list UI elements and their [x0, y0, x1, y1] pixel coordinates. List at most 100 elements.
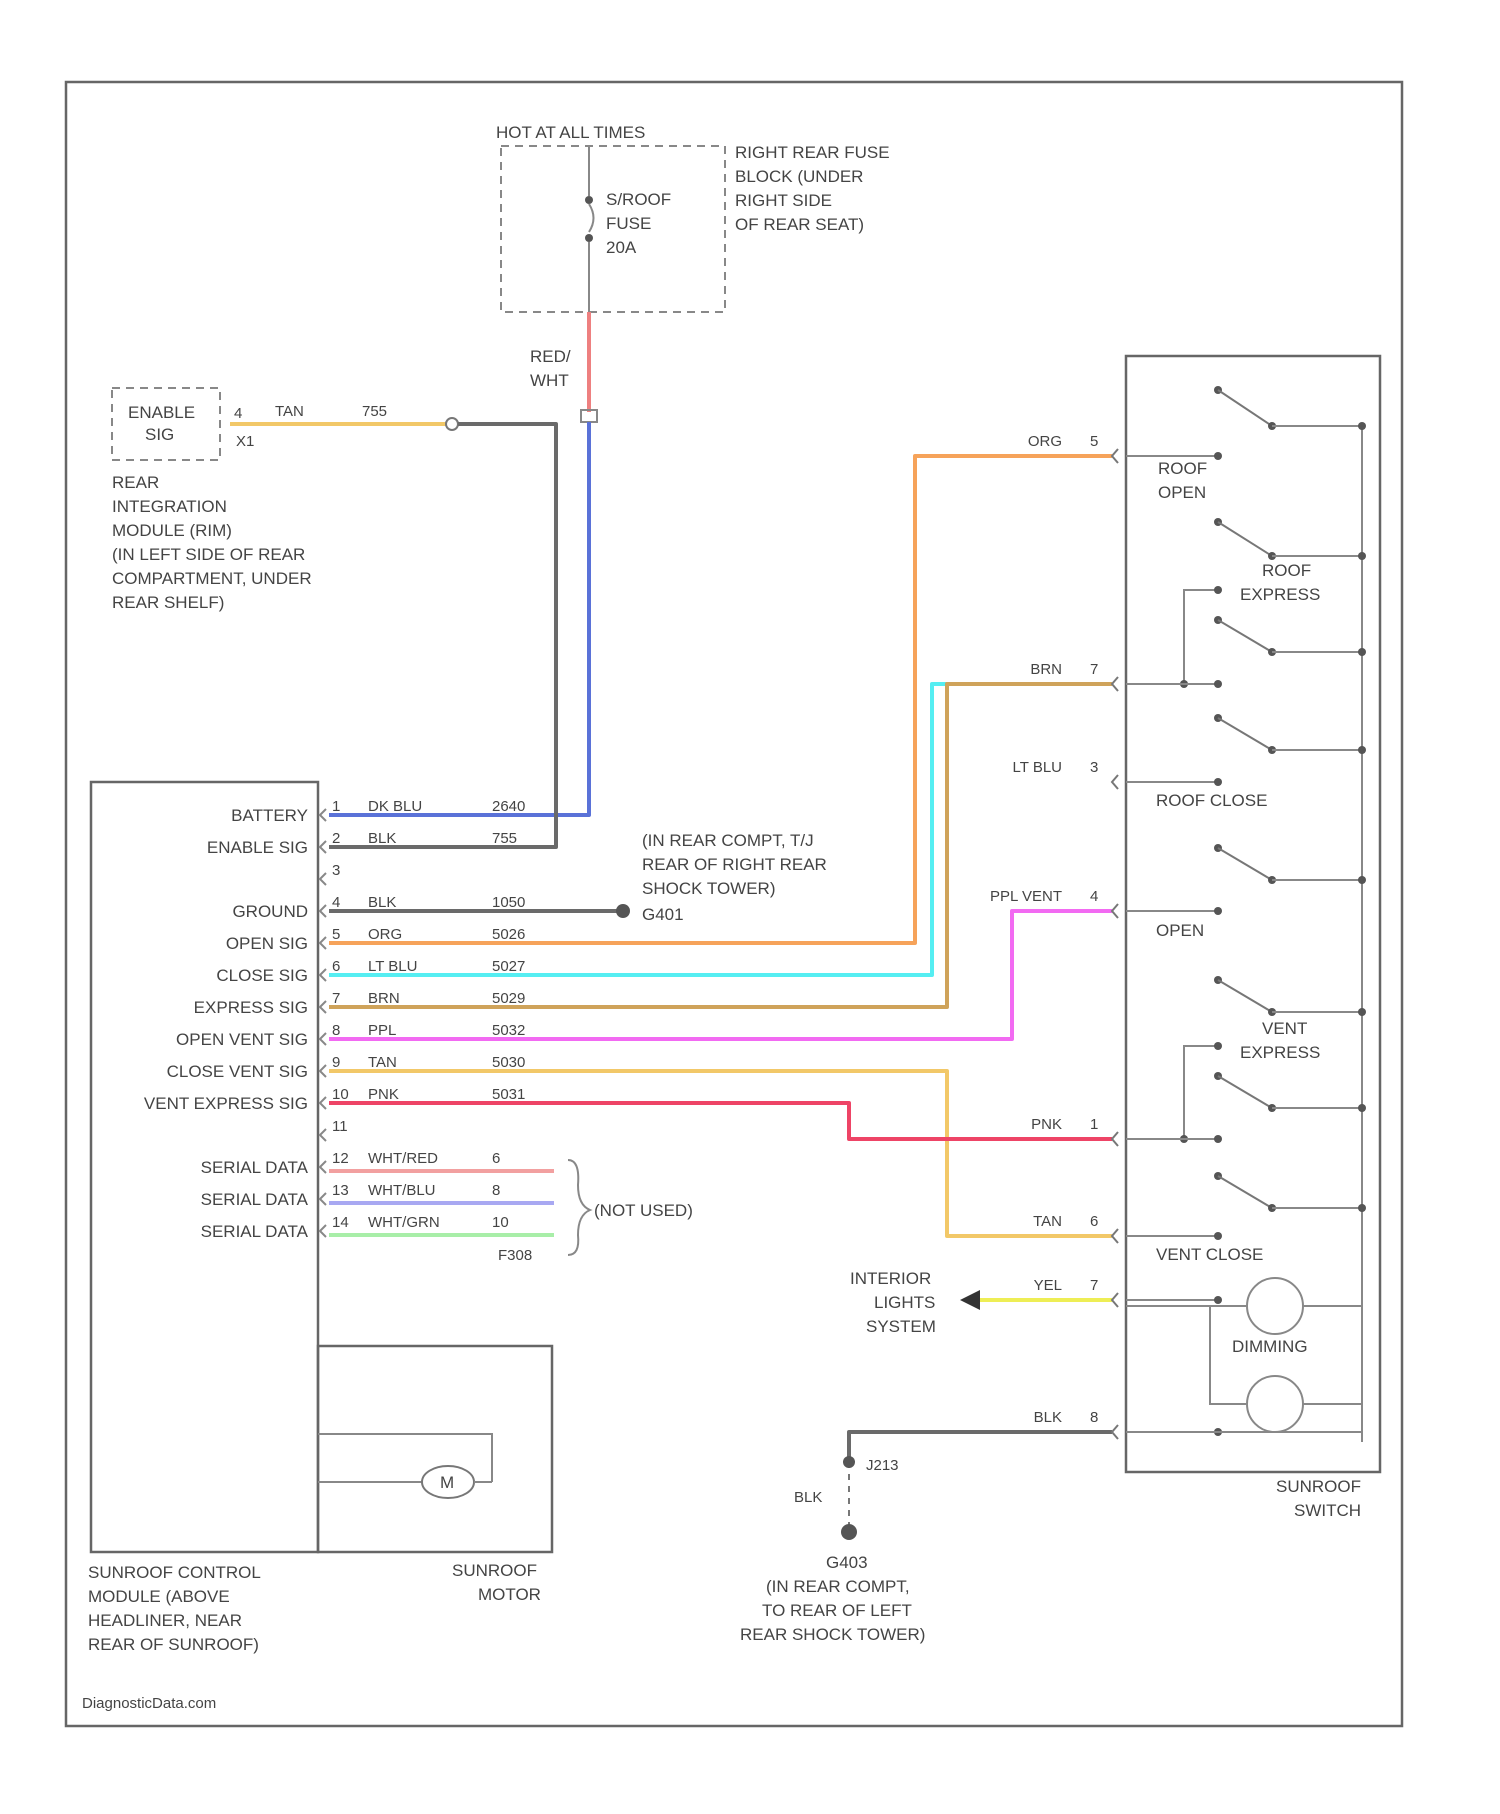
roof-express-label-1: ROOF — [1262, 561, 1311, 580]
module-pin-label: ENABLE SIG — [207, 838, 308, 857]
module-pin-circuit: 5027 — [492, 958, 525, 975]
switch-blade — [1218, 1176, 1272, 1208]
switch-pin-number: 4 — [1090, 888, 1098, 905]
switch-pin-wire-color: YEL — [1034, 1277, 1062, 1294]
rim-pin: 4 — [234, 405, 242, 422]
motor-name-1: SUNROOF — [452, 1561, 537, 1580]
rim-enable-label: ENABLE — [128, 403, 195, 422]
fuse-label-3: 20A — [606, 238, 637, 257]
fuse-location-2: BLOCK (UNDER — [735, 167, 863, 186]
module-pin-wire-color: PNK — [368, 1086, 399, 1103]
switch-blade — [1218, 1076, 1272, 1108]
switch-blade — [1218, 848, 1272, 880]
fuse-symbol — [589, 204, 594, 232]
interior-lights-label-3: SYSTEM — [866, 1317, 936, 1336]
switch-pin-wire-color: BLK — [1034, 1409, 1062, 1426]
module-pin-circuit: 1050 — [492, 894, 525, 911]
not-used-bracket — [568, 1160, 590, 1255]
switch-blade — [1218, 390, 1272, 426]
module-pin-label: CLOSE VENT SIG — [167, 1062, 308, 1081]
module-pin-circuit: 2640 — [492, 798, 525, 815]
rim-outline — [112, 388, 220, 460]
module-pin-circuit: 6 — [492, 1150, 500, 1167]
dimming-lamp-2 — [1247, 1376, 1303, 1432]
module-pin-circuit: 5029 — [492, 990, 525, 1007]
switch-pin-number: 6 — [1090, 1213, 1098, 1230]
module-pin-circuit: 5032 — [492, 1022, 525, 1039]
g401-location-3: SHOCK TOWER) — [642, 879, 776, 898]
switch-contact-point — [1214, 680, 1222, 688]
switch-pin-number: 3 — [1090, 759, 1098, 776]
switch-name-1: SUNROOF — [1276, 1477, 1361, 1496]
switch-pin-number: 7 — [1090, 661, 1098, 678]
rim-location-3: MODULE (RIM) — [112, 521, 232, 540]
module-pin-wire-color: ORG — [368, 926, 402, 943]
module-pin-label: SERIAL DATA — [201, 1222, 309, 1241]
motor-outline — [318, 1346, 552, 1552]
switch-contact-point — [1214, 778, 1222, 786]
module-pin-terminal — [320, 1001, 326, 1013]
switch-pin-wire-color: ORG — [1028, 433, 1062, 450]
fuse-location-1: RIGHT REAR FUSE — [735, 143, 890, 162]
express-branch — [1184, 590, 1218, 684]
express-branch — [1184, 1046, 1218, 1139]
module-pin-label: OPEN SIG — [226, 934, 308, 953]
g403-wire-color: BLK — [794, 1489, 822, 1506]
inline-connector — [446, 418, 458, 430]
pnk-vent-express-wire — [329, 1103, 1112, 1139]
switch-pin-terminal — [1112, 1132, 1118, 1146]
rim-location-1: REAR — [112, 473, 159, 492]
dimming-label: DIMMING — [1232, 1337, 1308, 1356]
module-pin-circuit: 5031 — [492, 1086, 525, 1103]
module-pin-number: 5 — [332, 926, 340, 943]
switch-pin-wire-color: BRN — [1030, 661, 1062, 678]
fuse-terminal-bottom — [585, 234, 593, 242]
switch-pin-terminal — [1112, 1425, 1118, 1439]
module-pin-circuit: 8 — [492, 1182, 500, 1199]
express-branch-contact — [1214, 586, 1222, 594]
module-pin-number: 13 — [332, 1182, 349, 1199]
g401-location-2: REAR OF RIGHT REAR — [642, 855, 827, 874]
switch-pin-terminal — [1112, 1293, 1118, 1307]
module-pin-label: SERIAL DATA — [201, 1158, 309, 1177]
switch-bus-node — [1358, 422, 1366, 430]
module-pin-terminal — [320, 841, 326, 853]
g403-id: G403 — [826, 1553, 868, 1572]
g401-location-1: (IN REAR COMPT, T/J — [642, 831, 814, 850]
module-pin-number: 8 — [332, 1022, 340, 1039]
switch-pin-number: 8 — [1090, 1409, 1098, 1426]
ground-g401-point — [616, 904, 630, 918]
module-pin-circuit: 5030 — [492, 1054, 525, 1071]
switch-pin-wire-color: PPL VENT — [990, 888, 1062, 905]
switch-bus-node — [1358, 1204, 1366, 1212]
not-used-label: (NOT USED) — [594, 1201, 693, 1220]
module-pin-number: 10 — [332, 1086, 349, 1103]
watermark: DiagnosticData.com — [82, 1695, 216, 1712]
module-pin-wire-color: TAN — [368, 1054, 397, 1071]
rim-module: ENABLE SIG 4 X1 TAN 755 REAR INTEGRATION… — [112, 388, 387, 612]
lt-blu-close-wire — [329, 684, 1112, 975]
module-pin-circuit: 10 — [492, 1214, 509, 1231]
switch-pin-number: 1 — [1090, 1116, 1098, 1133]
tan-close-vent-wire — [329, 1071, 1112, 1236]
switch-pin-wire-color: PNK — [1031, 1116, 1062, 1133]
module-pin-wire-color: WHT/RED — [368, 1150, 438, 1167]
g403-location-3: REAR SHOCK TOWER) — [740, 1625, 925, 1644]
switch-blade — [1218, 718, 1272, 750]
fuse-label-1: S/ROOF — [606, 190, 671, 209]
module-pin-terminal — [320, 937, 326, 949]
module-pin-label: GROUND — [232, 902, 308, 921]
module-pin-number: 6 — [332, 958, 340, 975]
module-pin-terminal — [320, 1065, 326, 1077]
module-pin-wire-color: BRN — [368, 990, 400, 1007]
fuse-label-2: FUSE — [606, 214, 651, 233]
rim-wire-color: TAN — [275, 403, 304, 420]
module-pin-wire-color: PPL — [368, 1022, 396, 1039]
dk-blu-wire — [329, 422, 589, 815]
rim-location-2: INTEGRATION — [112, 497, 227, 516]
g403-location-2: TO REAR OF LEFT — [762, 1601, 912, 1620]
rim-sig-label: SIG — [145, 425, 174, 444]
rim-location-5: COMPARTMENT, UNDER — [112, 569, 312, 588]
module-pin-number: 12 — [332, 1150, 349, 1167]
